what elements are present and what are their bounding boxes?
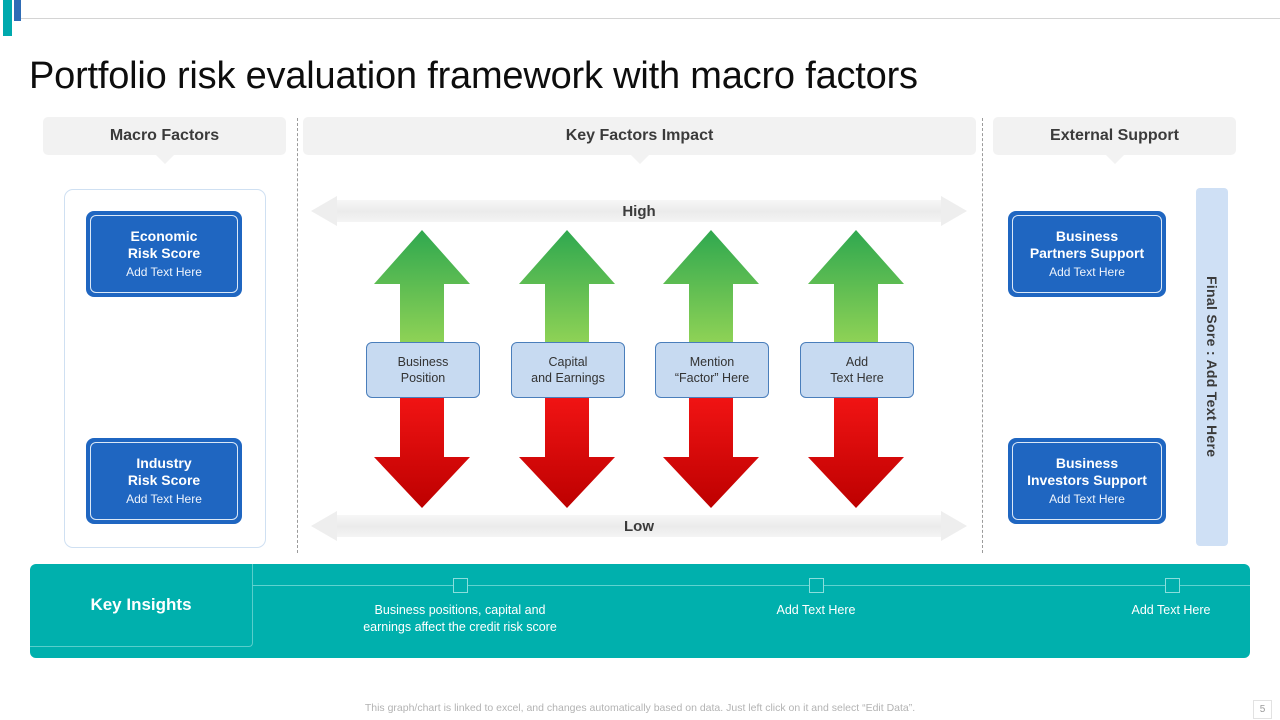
final-score-bar[interactable]: Final Sore : Add Text Here — [1196, 188, 1228, 546]
external-box-partners-title-line2: Partners Support — [1029, 245, 1145, 261]
arrow-up-green-icon — [663, 230, 759, 348]
external-box-partners-title-line1: Business — [1055, 228, 1119, 244]
arrow-up-green-icon — [519, 230, 615, 348]
macro-box-economic-title: Economic Risk Score — [128, 228, 200, 262]
column-header-key-factors-impact: Key Factors Impact — [303, 117, 976, 164]
column-header-key-factors-impact-label: Key Factors Impact — [565, 127, 714, 144]
external-box-business-partners-support[interactable]: Business Partners Support Add Text Here — [1008, 211, 1166, 297]
macro-box-economic-risk-score[interactable]: Economic Risk Score Add Text Here — [86, 211, 242, 297]
square-marker-icon[interactable] — [453, 578, 468, 593]
macro-box-industry-title-line2: Risk Score — [127, 472, 201, 488]
column-header-macro-factors: Macro Factors — [43, 117, 286, 164]
factor-box-3-line1: Add — [845, 355, 869, 369]
external-box-investors-title-line1: Business — [1055, 455, 1119, 471]
macro-box-economic-title-line1: Economic — [130, 228, 198, 244]
macro-box-industry-risk-score[interactable]: Industry Risk Score Add Text Here — [86, 438, 242, 524]
macro-box-economic-subtitle: Add Text Here — [126, 265, 202, 279]
factor-box-3-line2: Text Here — [830, 371, 884, 385]
page-number: 5 — [1253, 700, 1272, 719]
macro-box-economic-title-line2: Risk Score — [127, 245, 201, 261]
scale-bar-low: Low — [311, 511, 967, 541]
factor-box-2-line1: Mention — [689, 355, 735, 369]
factor-column-business-position: Business Position — [366, 228, 480, 510]
insights-item-2-line1: Add Text Here — [1131, 603, 1211, 617]
external-box-business-investors-support[interactable]: Business Investors Support Add Text Here — [1008, 438, 1166, 524]
column-header-external-support: External Support — [993, 117, 1236, 164]
factor-column-mention-factor-here: Mention “Factor” Here — [655, 228, 769, 510]
factor-column-capital-and-earnings: Capital and Earnings — [511, 228, 625, 510]
column-divider-right — [982, 118, 983, 553]
column-divider-left — [297, 118, 298, 553]
factor-box-2-line2: “Factor” Here — [674, 371, 750, 385]
key-insights-label: Key Insights — [90, 595, 192, 614]
footer-note: This graph/chart is linked to excel, and… — [364, 702, 916, 714]
arrow-right-icon-high — [941, 196, 967, 226]
factor-box-0-line2: Position — [400, 371, 446, 385]
factor-box-mention-factor-here[interactable]: Mention “Factor” Here — [655, 342, 769, 398]
arrow-down-red-icon — [519, 395, 615, 508]
external-box-investors-title-line2: Investors Support — [1027, 472, 1147, 488]
factor-column-add-text-here: Add Text Here — [800, 228, 914, 510]
factor-box-business-position[interactable]: Business Position — [366, 342, 480, 398]
column-header-macro-factors-label: Macro Factors — [109, 127, 220, 144]
final-score-label: Final Sore : Add Text Here — [1204, 276, 1220, 458]
accent-bar-teal — [3, 0, 12, 36]
square-marker-icon[interactable] — [1165, 578, 1180, 593]
arrow-up-green-icon — [374, 230, 470, 348]
arrow-left-icon-low — [311, 511, 337, 541]
insights-item-0-line2: earnings affect the credit risk score — [363, 620, 557, 634]
macro-box-industry-subtitle: Add Text Here — [126, 492, 202, 506]
external-box-investors-subtitle: Add Text Here — [1049, 492, 1125, 506]
arrow-up-green-icon — [808, 230, 904, 348]
insights-item-2: Add Text Here — [1041, 602, 1280, 619]
scale-bar-high-label: High — [622, 202, 656, 220]
arrow-left-icon-high — [311, 196, 337, 226]
page-title: Portfolio risk evaluation framework with… — [29, 55, 918, 98]
arrow-down-red-icon — [663, 395, 759, 508]
key-insights-panel: Key Insights Business positions, capital… — [30, 564, 1250, 658]
scale-bar-high-body — [337, 200, 941, 222]
column-header-external-support-label: External Support — [1050, 127, 1179, 144]
arrow-down-red-icon — [808, 395, 904, 508]
arrow-right-icon-low — [941, 511, 967, 541]
factor-box-capital-and-earnings[interactable]: Capital and Earnings — [511, 342, 625, 398]
factor-box-1-line1: Capital — [548, 355, 588, 369]
scale-bar-low-body — [337, 515, 941, 537]
external-box-partners-title: Business Partners Support — [1030, 228, 1144, 262]
macro-box-industry-title-line1: Industry — [136, 455, 192, 471]
insights-timeline-line — [252, 585, 1250, 586]
scale-bar-high: High — [311, 196, 967, 226]
arrow-down-red-icon — [374, 395, 470, 508]
insights-item-1-line1: Add Text Here — [776, 603, 856, 617]
accent-bar-blue — [14, 0, 21, 21]
insights-item-0-line1: Business positions, capital and — [374, 603, 546, 617]
external-box-investors-title: Business Investors Support — [1027, 455, 1147, 489]
key-insights-label-box: Key Insights — [30, 564, 253, 647]
insights-item-0: Business positions, capital and earnings… — [330, 602, 590, 636]
insights-item-1: Add Text Here — [686, 602, 946, 619]
factor-box-1-line2: and Earnings — [531, 371, 605, 385]
macro-box-industry-title: Industry Risk Score — [128, 455, 200, 489]
header-divider-rule — [21, 18, 1280, 19]
factor-box-0-line1: Business — [397, 355, 449, 369]
square-marker-icon[interactable] — [809, 578, 824, 593]
factor-box-add-text-here[interactable]: Add Text Here — [800, 342, 914, 398]
external-box-partners-subtitle: Add Text Here — [1049, 265, 1125, 279]
scale-bar-low-label: Low — [624, 517, 654, 535]
